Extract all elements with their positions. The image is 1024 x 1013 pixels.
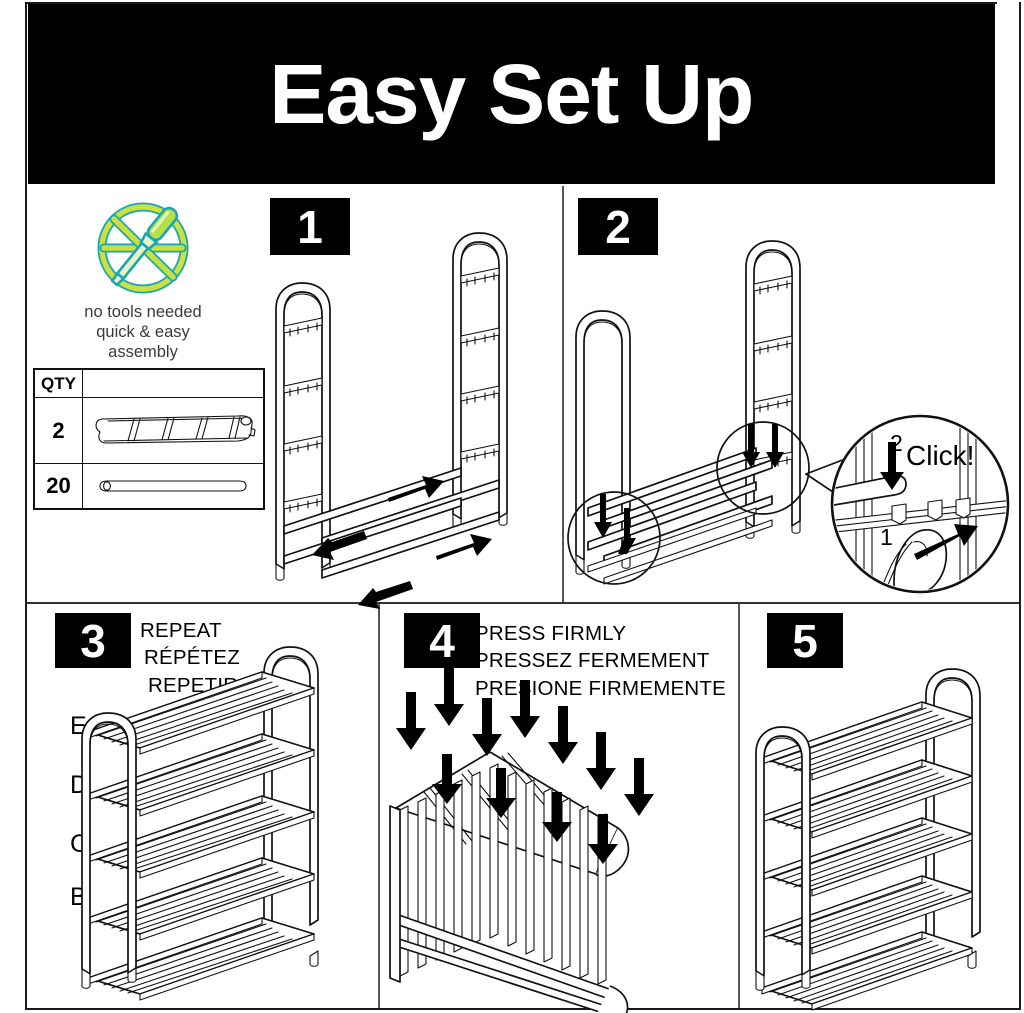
panel-divider-vertical-bottom-left (378, 604, 380, 1008)
sheet-border-top (25, 2, 997, 4)
column-header-part (83, 370, 263, 397)
title-banner: Easy Set Up (28, 4, 995, 184)
no-tools-notice: no tools needed quick & easy assembly (48, 196, 238, 362)
detail-label-1: 1 (880, 524, 893, 550)
sheet-border-left (25, 2, 27, 1010)
detail-label-2: 2 (890, 430, 903, 456)
step-2-figure-insert-poles (566, 226, 867, 602)
table-row: 2 (35, 398, 263, 464)
step-4-figure-press-firmly (382, 668, 738, 1013)
table-row: 20 (35, 464, 263, 508)
part-qty-value: 20 (35, 464, 83, 508)
step-1-figure-two-side-frames (268, 226, 564, 609)
panel-divider-vertical-bottom-right (738, 604, 740, 1008)
sheet-border-bottom (25, 1008, 1021, 1010)
step-4-caption-en: PRESS FIRMLY (475, 622, 627, 645)
step-3-caption-en: REPEAT (140, 619, 222, 642)
column-header-qty: QTY (35, 370, 83, 397)
detail-label-click: Click! (906, 440, 975, 471)
step-badge-3: 3 (55, 613, 131, 668)
step-3-figure-repeat-shelves (66, 628, 378, 1006)
panel-divider-vertical-top (562, 186, 564, 602)
no-tools-screwdriver-prohibited-icon (97, 202, 189, 294)
sheet-border-right (1019, 2, 1021, 1010)
part-image-connector-pole (83, 464, 263, 508)
no-tools-caption: no tools needed quick & easy assembly (48, 302, 238, 362)
step-4-caption-es: PRESIONE FIRMEMENTE (475, 676, 726, 700)
step-badge-4: 4 (404, 613, 480, 668)
step-badge-5: 5 (767, 613, 843, 668)
no-tools-line-2: quick & easy (96, 323, 190, 342)
parts-quantity-table: QTY 2 (33, 368, 265, 510)
step-badge-1: 1 (270, 198, 350, 255)
step-badge-2: 2 (578, 198, 658, 255)
part-qty-value: 2 (35, 398, 83, 463)
part-image-side-frame-panel (83, 398, 263, 463)
no-tools-line-3: assembly (108, 343, 178, 362)
step-3-caption-fr: RÉPÉTEZ (144, 646, 240, 670)
page-title: Easy Set Up (269, 47, 754, 141)
step-4-caption: PRESS FIRMLY PRESSEZ FERMEMENT PRESIONE … (475, 620, 726, 702)
panel-divider-horizontal (27, 602, 1019, 604)
no-tools-line-1: no tools needed (84, 303, 202, 321)
step-4-caption-fr: PRESSEZ FERMEMENT (475, 649, 710, 673)
table-header-row: QTY (35, 370, 263, 398)
step-2-detail-magnifier (828, 414, 1013, 594)
step-5-figure-finished-rack (742, 640, 1020, 1011)
